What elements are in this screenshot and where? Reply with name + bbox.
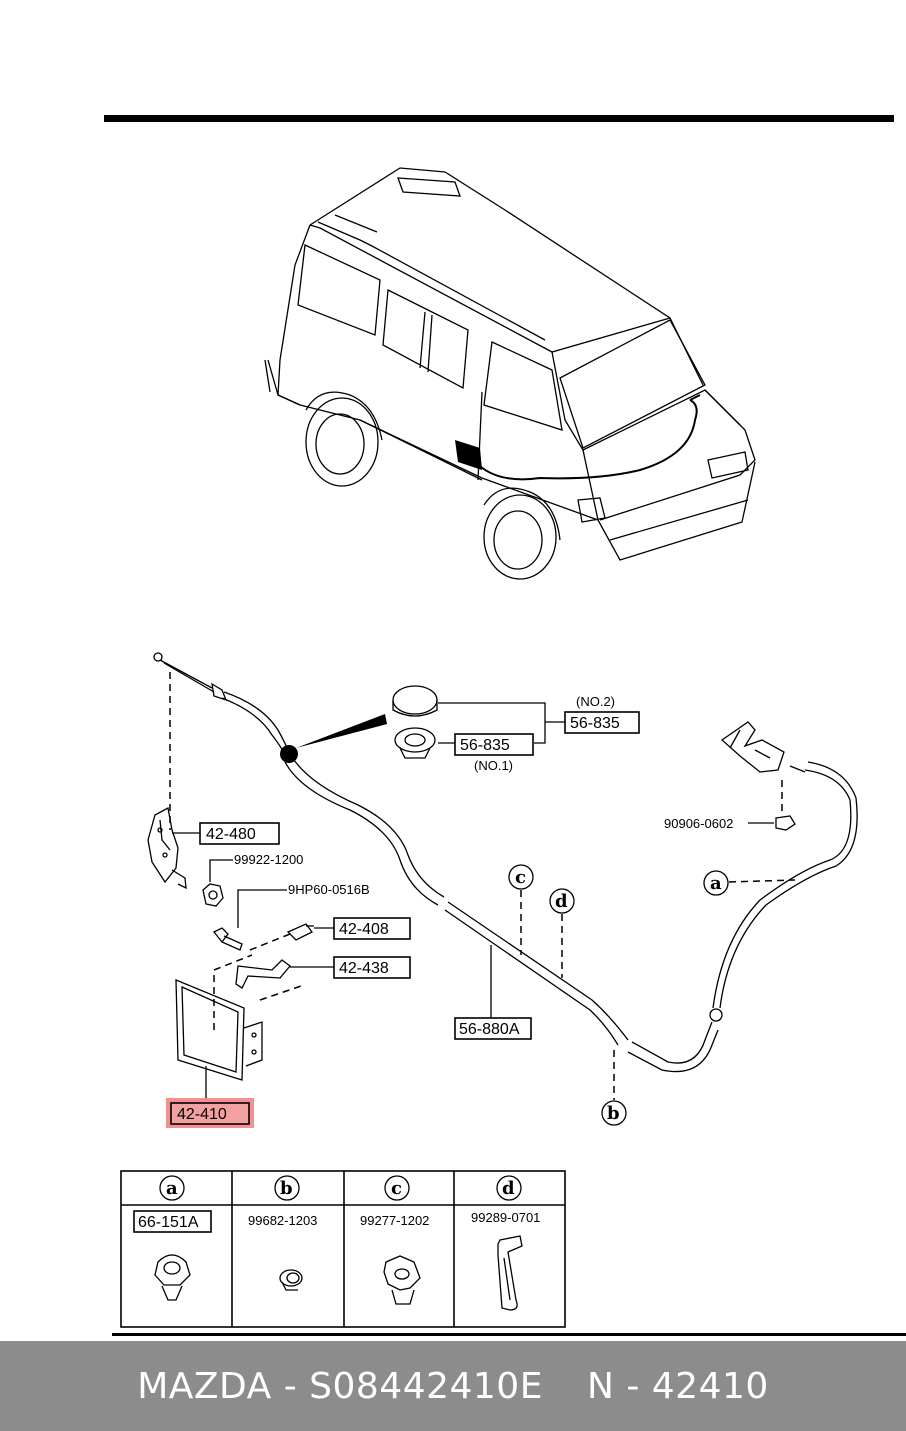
van-illustration xyxy=(264,167,756,580)
label-no1: (NO.1) xyxy=(474,758,513,773)
part-42438 xyxy=(235,959,291,989)
marker-a-circle xyxy=(703,870,729,896)
cable-lower-b xyxy=(631,1021,713,1064)
cap-no1 xyxy=(394,727,436,759)
cable-lower-a xyxy=(627,1029,719,1073)
box-42408 xyxy=(333,917,411,940)
grommet-b-icon xyxy=(279,1269,303,1291)
cable-mid-a xyxy=(444,909,619,1046)
handle-rod xyxy=(159,659,213,689)
handle-rod2 xyxy=(163,662,215,693)
marker-b: b xyxy=(607,1103,620,1124)
bolt-9hp60 xyxy=(212,927,243,951)
cable-grommet xyxy=(280,745,298,763)
callout-56880a: 56-880A xyxy=(459,1021,520,1038)
cable-grip xyxy=(211,682,228,702)
cable-right-a xyxy=(712,769,852,1009)
cable-main-a xyxy=(284,761,439,906)
callout-56835-no2: 56-835 xyxy=(570,715,620,732)
part-42408 xyxy=(286,923,314,941)
legend-a-circle xyxy=(159,1175,185,1201)
callout-42480: 42-480 xyxy=(206,826,256,843)
handle-knob xyxy=(153,652,163,662)
callout-42408: 42-408 xyxy=(339,921,389,938)
legend-c-part: 99277-1202 xyxy=(360,1213,429,1228)
fuel-lid-panel xyxy=(175,979,263,1081)
legend-a-part: 66-151A xyxy=(138,1214,199,1231)
van-cable xyxy=(469,399,698,481)
nut-99922 xyxy=(202,883,224,907)
nut-90906 xyxy=(775,815,796,831)
box-42480 xyxy=(199,822,280,845)
legend-a-box xyxy=(133,1210,212,1233)
pointer-wedge xyxy=(296,714,387,748)
van-cable-end xyxy=(689,394,701,401)
callout-99922: 99922-1200 xyxy=(234,852,303,867)
cable-joint xyxy=(709,1008,723,1022)
tie-d-icon xyxy=(497,1235,523,1311)
legend-d-circle xyxy=(496,1175,522,1201)
callout-42438: 42-438 xyxy=(339,960,389,977)
box-42410 xyxy=(170,1102,250,1125)
leader-99922 xyxy=(209,859,233,882)
cap-no2 xyxy=(392,685,438,715)
cap-bracket xyxy=(438,702,546,744)
legend-d-part: 99289-0701 xyxy=(471,1210,540,1225)
hood-latch xyxy=(720,721,806,773)
footer-catalog-ref: N - 42410 xyxy=(586,1365,769,1407)
box-56880a xyxy=(454,1017,532,1040)
cable-upper2 xyxy=(221,697,284,753)
guide-dash-3 xyxy=(259,984,305,1001)
box-42438 xyxy=(333,956,411,979)
footer-part-number: MAZDA - S08442410E xyxy=(137,1365,543,1407)
bottom-rule xyxy=(112,1333,906,1336)
latch-bracket xyxy=(147,807,187,890)
marker-c-circle xyxy=(508,864,534,890)
callout-90906: 90906-0602 xyxy=(664,816,733,831)
label-no2: (NO.2) xyxy=(576,694,615,709)
marker-c: c xyxy=(515,867,526,888)
footer-bar: MAZDA - S08442410E N - 42410 xyxy=(0,1341,906,1431)
cable-right-b xyxy=(719,761,858,1009)
top-rule xyxy=(104,115,894,122)
guide-dash-2 xyxy=(213,954,253,1030)
guide-a xyxy=(728,879,796,883)
legend-b-mark: b xyxy=(280,1178,293,1199)
marker-d-circle xyxy=(549,888,575,914)
callout-56835-no1: 56-835 xyxy=(460,737,510,754)
box-56835-no1 xyxy=(454,733,534,756)
legend-d-mark: d xyxy=(502,1178,515,1199)
legend-table xyxy=(120,1170,566,1328)
callout-42410: 42-410 xyxy=(177,1106,227,1123)
legend-b-part: 99682-1203 xyxy=(248,1213,317,1228)
marker-a: a xyxy=(710,873,722,894)
legend-c-circle xyxy=(384,1175,410,1201)
legend-c-mark: c xyxy=(391,1178,402,1199)
legend-b-circle xyxy=(274,1175,300,1201)
legend-a-mark: a xyxy=(166,1178,178,1199)
cable-mid-b xyxy=(447,901,629,1041)
callout-9hp60: 9HP60-0516B xyxy=(288,882,370,897)
cap-no2-side xyxy=(392,700,438,717)
marker-b-circle xyxy=(601,1100,627,1126)
guide-dash-1 xyxy=(249,933,291,951)
leader-9hp60 xyxy=(237,889,287,928)
clip-c-icon xyxy=(383,1255,421,1305)
marker-d: d xyxy=(555,891,568,912)
cable-main-b xyxy=(293,759,445,898)
box-56835-no2 xyxy=(564,711,640,734)
clip-a-icon xyxy=(154,1254,191,1301)
